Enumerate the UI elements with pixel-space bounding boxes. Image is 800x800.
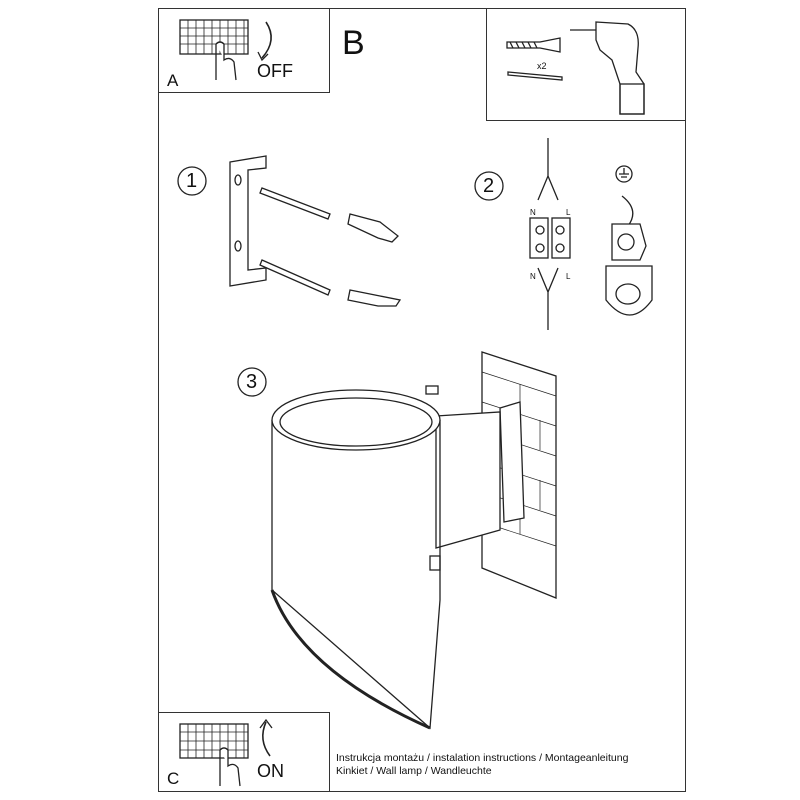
breaker-panel-off-icon [179, 19, 272, 81]
quantity-label: x2 [537, 61, 547, 71]
mounting-bracket-with-screws-icon [229, 155, 402, 307]
ground-connection-icon [605, 165, 653, 316]
off-label: OFF [257, 61, 293, 81]
step-3-number: 3 [246, 371, 258, 393]
caption: Instrukcja montażu / instalation instruc… [336, 752, 628, 778]
panel-b-letter: B [342, 24, 365, 62]
caption-line-1: Instrukcja montażu / instalation instruc… [336, 752, 629, 764]
panel-a-letter: A [167, 71, 179, 90]
instruction-sheet-frame [158, 8, 686, 792]
wire-label-l-top: L [566, 208, 571, 217]
wire-label-l-bottom: L [566, 272, 571, 281]
panel-b-tools: x2 [486, 8, 686, 121]
caption-line-2: Kinkiet / Wall lamp / Wandleuchte [336, 765, 492, 777]
step-2-number: 2 [483, 175, 495, 197]
wire-label-n-bottom: N [530, 272, 536, 281]
breaker-panel-on-icon [177, 166, 504, 787]
wiring-terminal-block-icon [529, 138, 571, 330]
panel-c-power-on: C ON [158, 712, 330, 792]
step-1-number: 1 [186, 170, 198, 192]
tools-dowel-screw-drill-icon [506, 21, 645, 115]
panel-a-power-off: A OFF [158, 8, 330, 93]
on-label: ON [257, 761, 284, 781]
wall-lamp-with-wall-plate-icon [270, 351, 557, 730]
wire-label-n-top: N [530, 208, 536, 217]
panel-c-letter: C [167, 769, 180, 788]
